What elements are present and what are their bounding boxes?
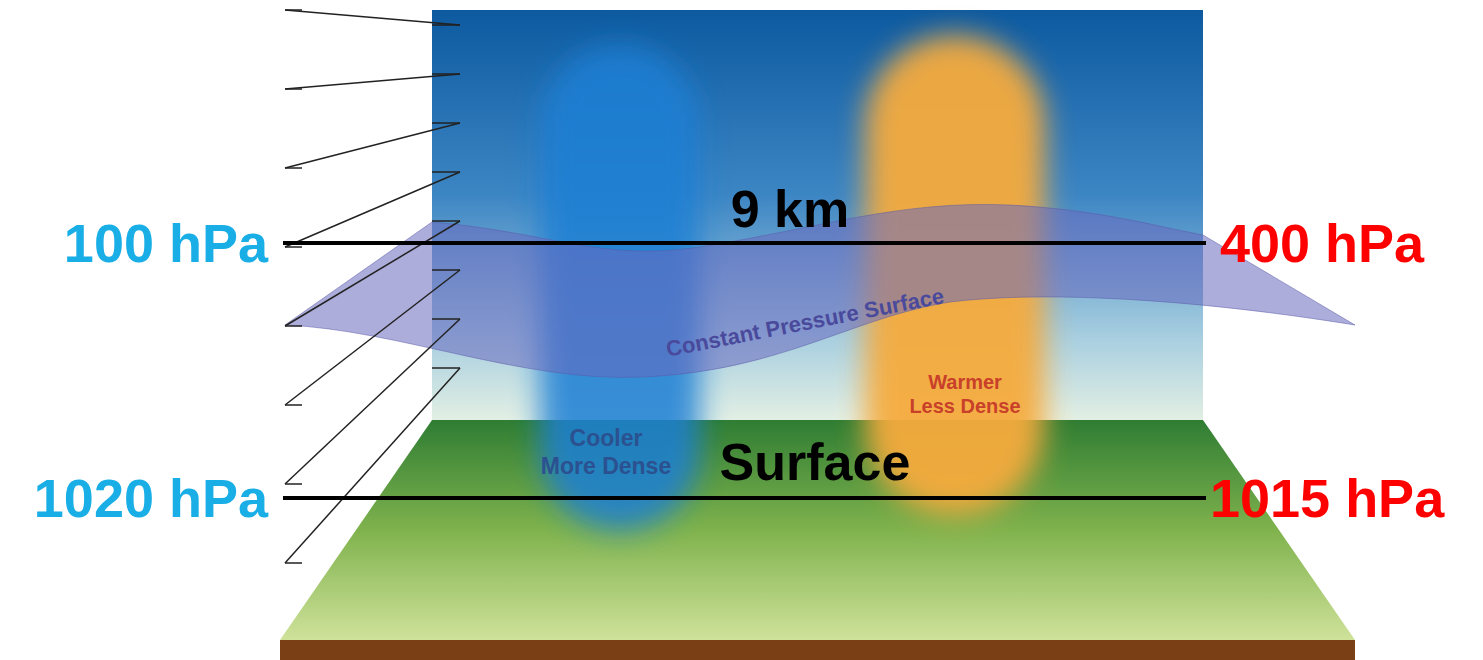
barb-tick bbox=[432, 318, 460, 320]
level-name: Surface bbox=[665, 436, 965, 488]
barb-tick bbox=[285, 9, 302, 11]
height-label: 9 km bbox=[640, 183, 940, 235]
column-label: Warmer Less Dense bbox=[906, 370, 1024, 418]
pressure-label: 400 hPa bbox=[1220, 216, 1475, 270]
pressure-label: 100 hPa bbox=[0, 216, 268, 270]
barb-tick bbox=[432, 367, 460, 369]
surface-name: Constant Pressure Surface bbox=[616, 276, 993, 370]
level-line bbox=[283, 241, 1206, 245]
pressure-label: 1015 hPa bbox=[1210, 471, 1478, 525]
barb-line bbox=[285, 172, 460, 247]
barb-tick bbox=[432, 220, 460, 222]
barb-tick bbox=[432, 24, 460, 26]
barb-tick bbox=[432, 73, 460, 75]
barb-tick bbox=[285, 404, 302, 406]
pressure-label: 1020 hPa bbox=[0, 471, 268, 525]
barb-tick bbox=[432, 171, 460, 173]
barb-line bbox=[285, 74, 460, 89]
surface-line bbox=[283, 496, 1206, 500]
barb-line bbox=[285, 221, 460, 326]
barb-line bbox=[285, 270, 460, 405]
wind-barbs bbox=[285, 10, 460, 563]
barb-tick bbox=[285, 88, 302, 90]
barb-tick bbox=[285, 246, 302, 248]
barb-tick bbox=[285, 167, 302, 169]
barb-line bbox=[285, 123, 460, 168]
barb-tick bbox=[285, 325, 302, 327]
ground-plane bbox=[280, 420, 1355, 640]
barb-tick bbox=[285, 483, 302, 485]
barb-line bbox=[285, 368, 460, 563]
barb-tick bbox=[432, 122, 460, 124]
barb-line bbox=[285, 10, 460, 25]
ground-edge bbox=[280, 640, 1355, 660]
barb-line bbox=[285, 319, 460, 484]
barb-tick bbox=[432, 269, 460, 271]
column-label: Cooler More Dense bbox=[540, 425, 672, 480]
barb-tick bbox=[285, 562, 302, 564]
